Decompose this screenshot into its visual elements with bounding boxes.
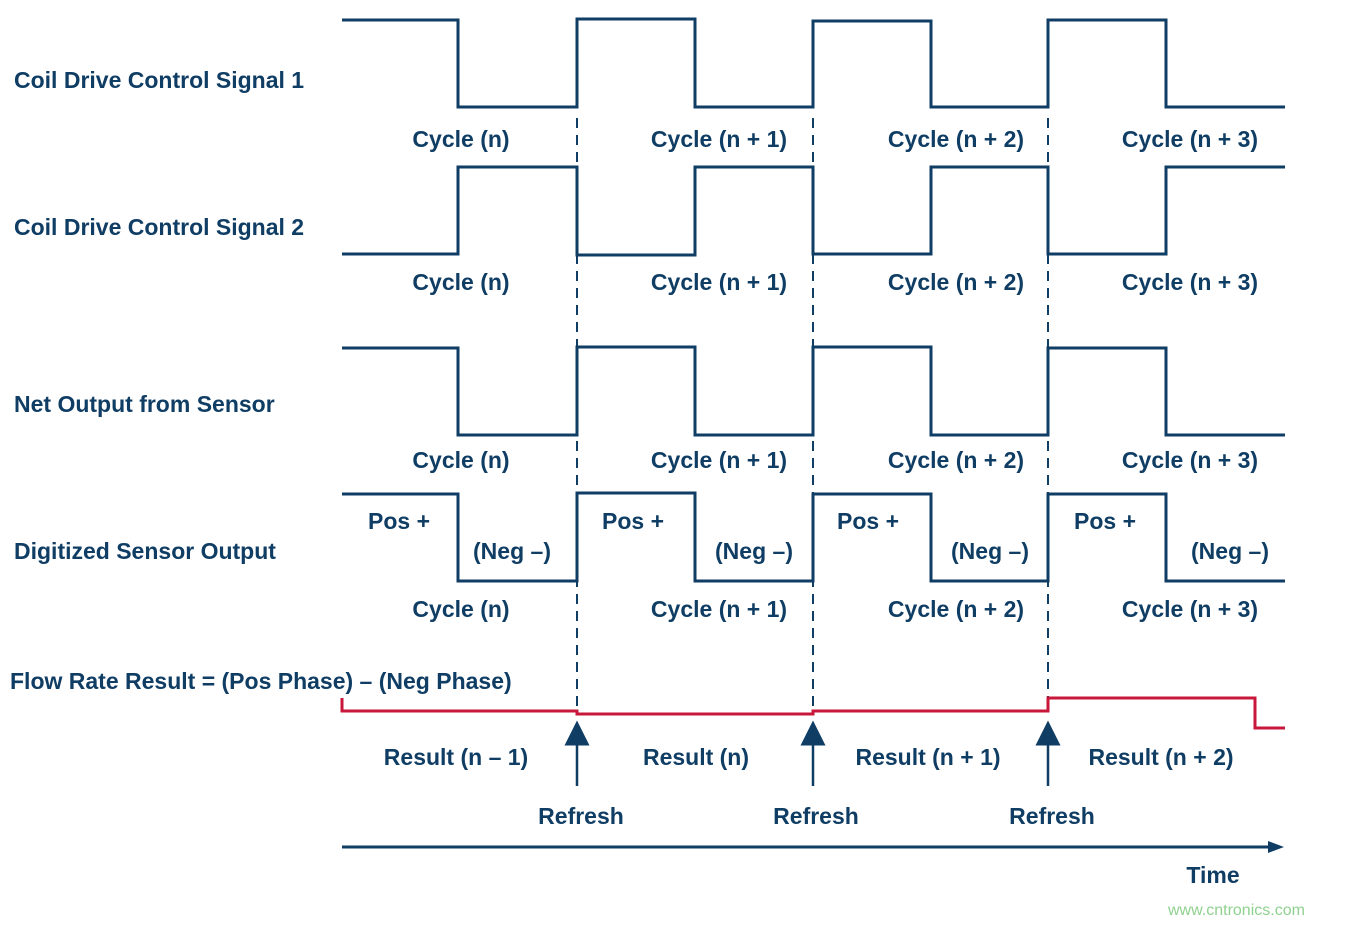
flow-rate-waveform <box>340 696 1285 730</box>
refresh-label: Refresh <box>1009 803 1095 829</box>
flow-rate-label: Flow Rate Result = (Pos Phase) – (Neg Ph… <box>10 668 512 694</box>
refresh-label: Refresh <box>773 803 859 829</box>
coil1-cycle-label: Cycle (n + 1) <box>650 126 788 152</box>
digitized-output-label: Digitized Sensor Output <box>14 538 276 564</box>
result-label: Result (n + 2) <box>1088 744 1234 770</box>
pos-phase-label: Pos + <box>836 508 900 534</box>
neg-phase-label: (Neg –) <box>473 538 551 564</box>
net-cycle-label: Cycle (n + 1) <box>650 447 788 473</box>
coil2-label: Coil Drive Control Signal 2 <box>14 214 305 240</box>
digitized-output-waveform <box>342 491 1285 583</box>
net-cycle-label: Cycle (n) <box>412 447 510 473</box>
coil1-cycle-label: Cycle (n) <box>412 126 510 152</box>
pos-phase-label: Pos + <box>1073 508 1137 534</box>
result-label: Result (n – 1) <box>383 744 529 770</box>
pos-phase-label: Pos + <box>601 508 665 534</box>
coil2-cycle-label: Cycle (n + 3) <box>1121 269 1259 295</box>
neg-phase-label: (Neg –) <box>715 538 793 564</box>
refresh-label: Refresh <box>538 803 624 829</box>
time-axis-label: Time <box>1186 862 1240 888</box>
net-output-waveform <box>342 345 1285 437</box>
neg-phase-label: (Neg –) <box>1191 538 1269 564</box>
coil1-cycle-label: Cycle (n + 2) <box>887 126 1025 152</box>
digitized-cycle-label: Cycle (n + 3) <box>1121 596 1259 622</box>
result-label: Result (n + 1) <box>855 744 1001 770</box>
coil2-cycle-label: Cycle (n) <box>412 269 510 295</box>
coil2-cycle-label: Cycle (n + 2) <box>887 269 1025 295</box>
result-label: Result (n) <box>642 744 750 770</box>
digitized-cycle-label: Cycle (n) <box>412 596 510 622</box>
neg-phase-label: (Neg –) <box>951 538 1029 564</box>
net-cycle-label: Cycle (n + 3) <box>1121 447 1259 473</box>
digitized-cycle-label: Cycle (n + 1) <box>650 596 788 622</box>
net-output-label: Net Output from Sensor <box>14 391 275 417</box>
coil2-cycle-label: Cycle (n + 1) <box>650 269 788 295</box>
coil1-cycle-label: Cycle (n + 3) <box>1121 126 1259 152</box>
coil2-waveform <box>342 165 1285 257</box>
coil1-label: Coil Drive Control Signal 1 <box>14 67 305 93</box>
watermark: www.cntronics.com <box>1168 902 1305 919</box>
pos-phase-label: Pos + <box>367 508 431 534</box>
coil1-waveform <box>342 17 1285 109</box>
time-axis-arrowhead <box>1268 841 1284 853</box>
digitized-cycle-label: Cycle (n + 2) <box>887 596 1025 622</box>
net-cycle-label: Cycle (n + 2) <box>887 447 1025 473</box>
